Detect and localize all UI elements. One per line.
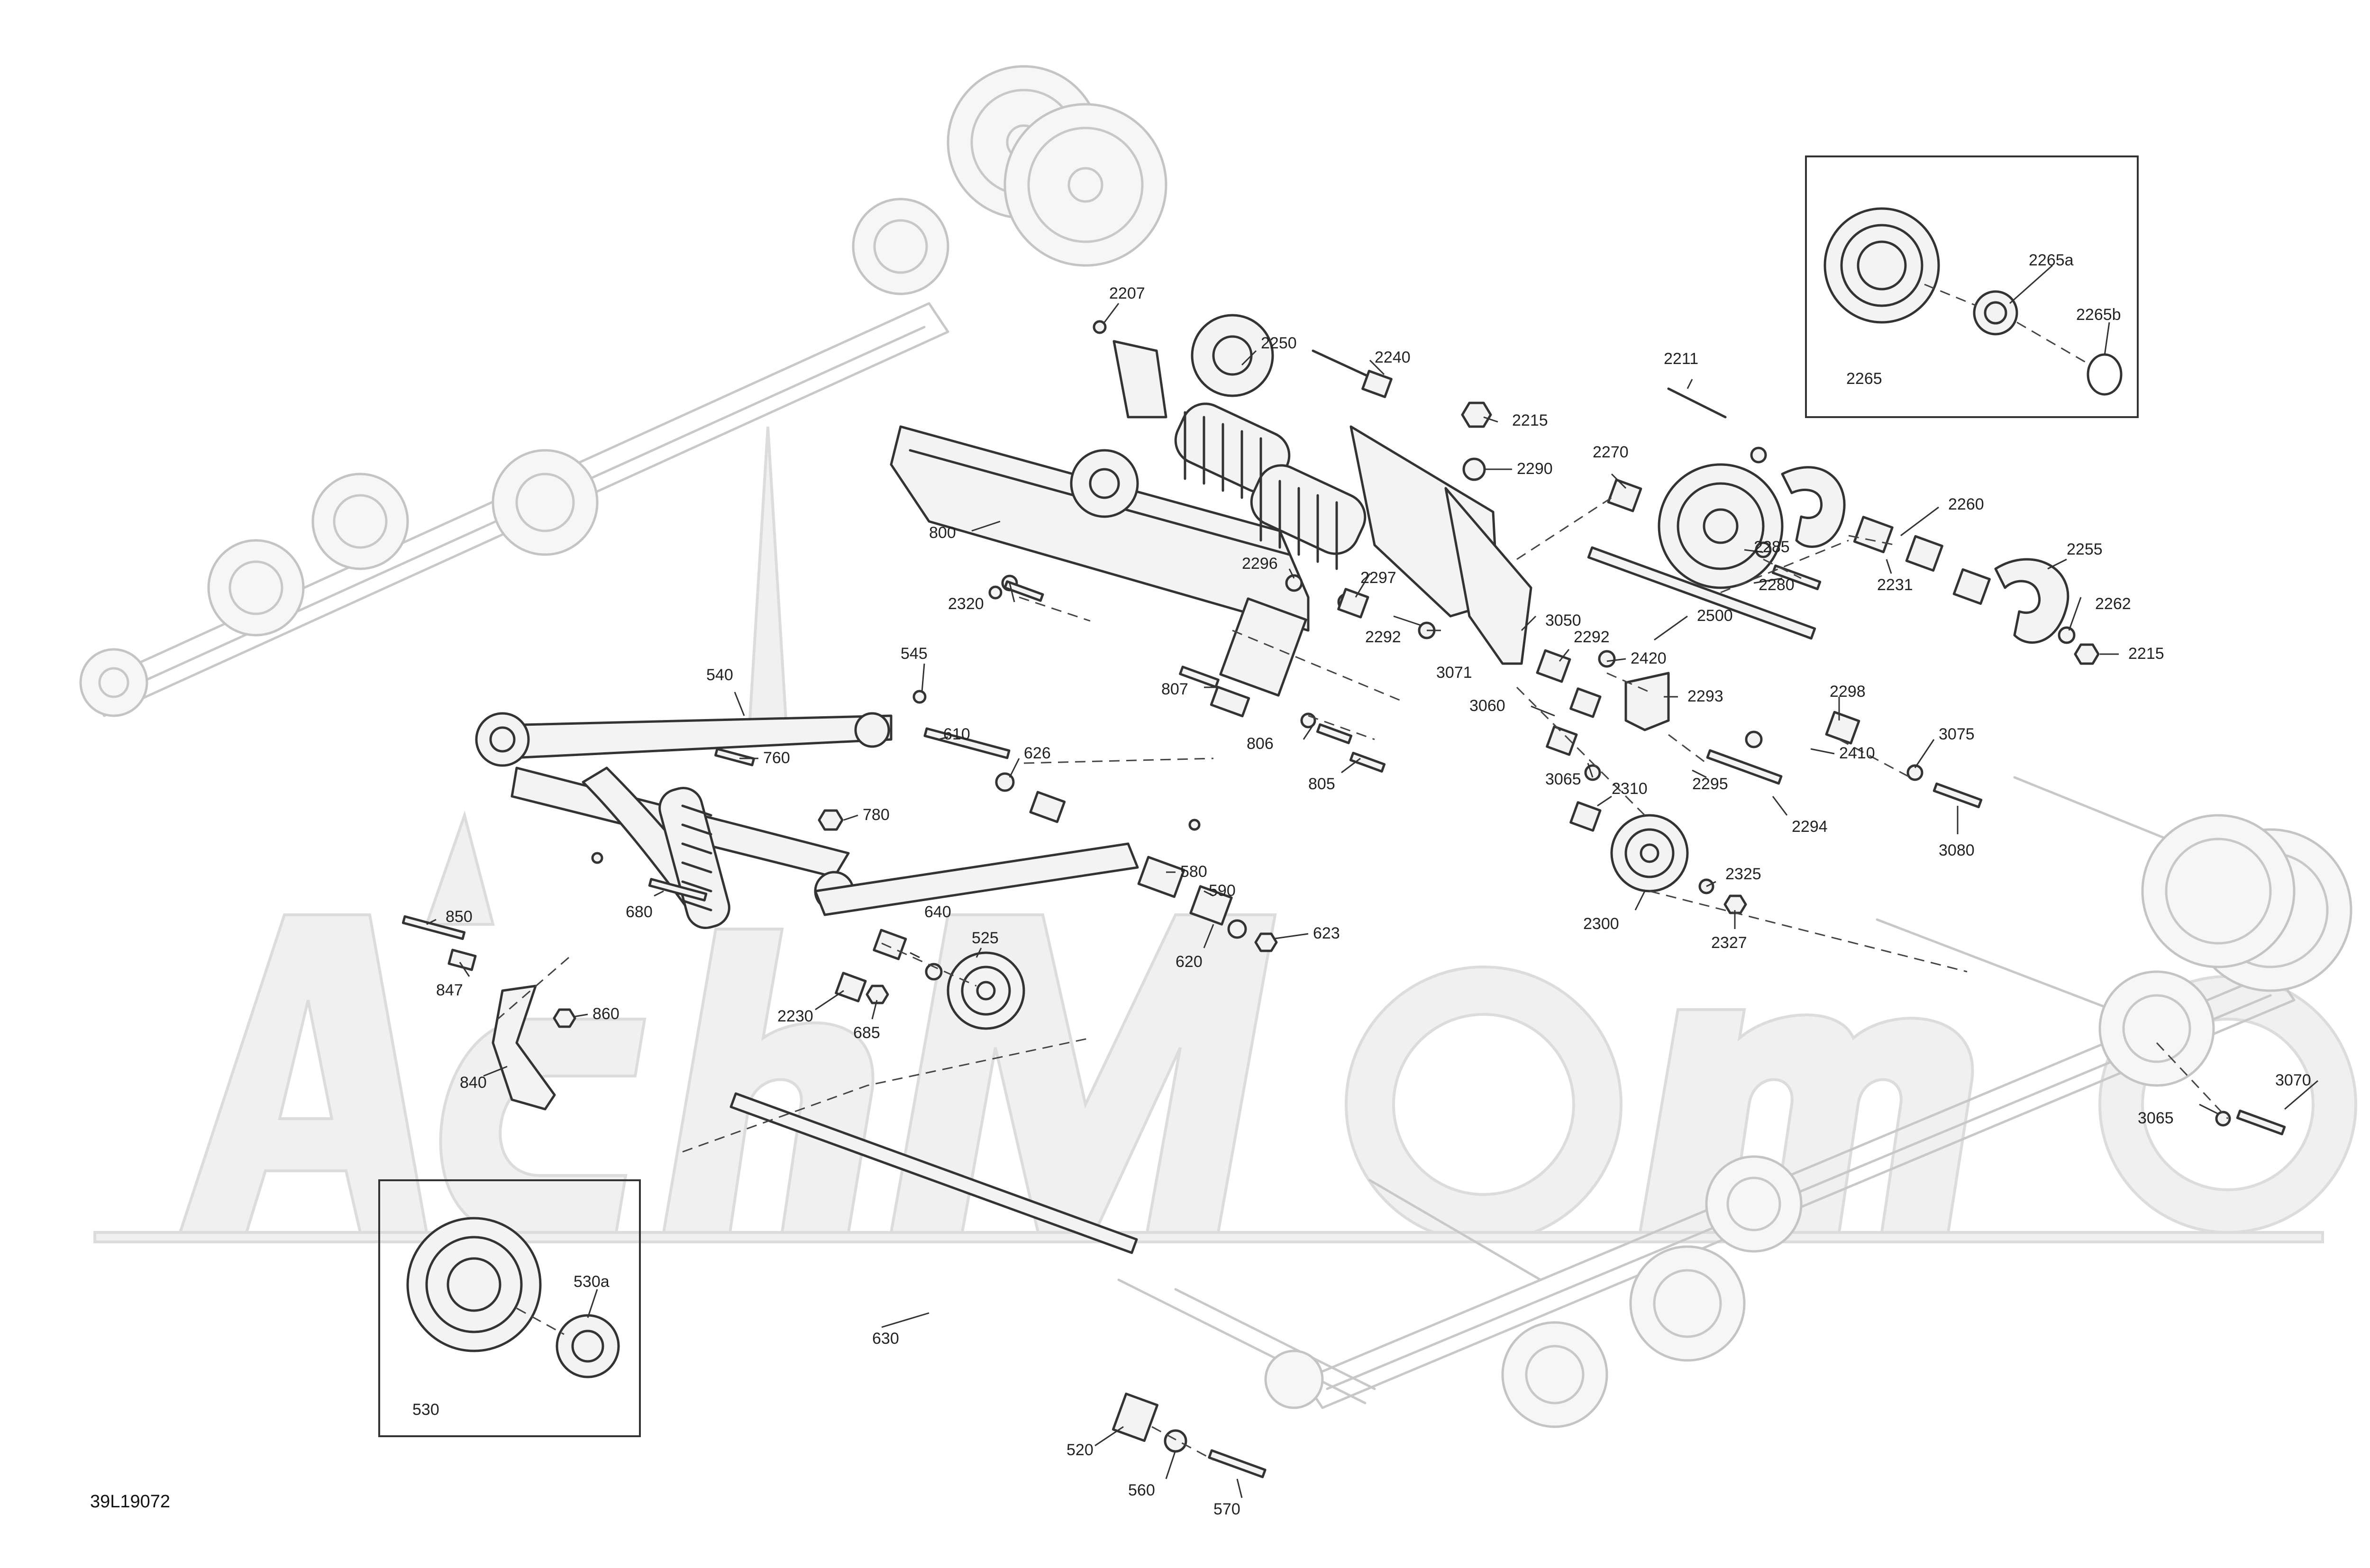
callout-labels: 2207 2250 2240 2211 2215 2290 2270 2260 …: [412, 251, 2311, 1518]
callout-840: 840: [460, 1074, 487, 1092]
callout-2285: 2285: [1754, 538, 1790, 556]
callout-2500: 2500: [1697, 607, 1733, 625]
callout-620: 620: [1176, 953, 1203, 971]
callout-570: 570: [1213, 1500, 1240, 1518]
front-arm-assembly: [475, 712, 1139, 930]
callout-807: 807: [1161, 680, 1188, 698]
ghost-left-rail: [79, 65, 1167, 717]
callout-2260: 2260: [1948, 495, 1984, 513]
callout-2250: 2250: [1261, 334, 1297, 352]
drawing-code: 39L19072: [90, 1492, 170, 1512]
callout-520: 520: [1066, 1441, 1094, 1459]
inset-box-530: [378, 1179, 641, 1437]
callout-626: 626: [1024, 744, 1051, 762]
callout-590: 590: [1209, 882, 1236, 900]
callout-3060: 3060: [1469, 697, 1505, 715]
callout-540: 540: [706, 666, 733, 684]
callout-850: 850: [446, 908, 473, 926]
callout-3071: 3071: [1436, 664, 1472, 682]
callout-2293: 2293: [1687, 687, 1723, 705]
callout-2231: 2231: [1877, 576, 1913, 594]
callout-2265b: 2265b: [2076, 306, 2121, 324]
callout-2215: 2215: [1512, 411, 1548, 429]
callout-3080: 3080: [1939, 841, 1975, 859]
callout-530: 530: [412, 1401, 439, 1419]
callout-leaders: [426, 264, 2318, 1498]
callout-2297: 2297: [1360, 569, 1396, 587]
callout-525: 525: [972, 929, 999, 947]
inset-box-2265: [1805, 155, 2139, 418]
callout-2325: 2325: [1725, 865, 1761, 883]
callout-545: 545: [901, 645, 928, 663]
callout-685: 685: [853, 1024, 880, 1042]
callout-2292: 2292: [1365, 628, 1401, 646]
callout-780: 780: [863, 806, 890, 824]
hardware-parts: [401, 320, 2286, 1478]
callout-2255: 2255: [2067, 540, 2103, 558]
callout-3070: 3070: [2275, 1071, 2311, 1089]
callout-2298: 2298: [1830, 683, 1866, 701]
callout-3050: 3050: [1545, 611, 1581, 629]
callout-806: 806: [1247, 735, 1274, 753]
callout-805: 805: [1308, 775, 1335, 793]
callout-2230: 2230: [777, 1007, 813, 1025]
callout-2290: 2290: [1517, 460, 1553, 478]
callout-760: 760: [763, 749, 790, 767]
callout-630: 630: [872, 1330, 899, 1348]
callout-2265: 2265: [1846, 370, 1882, 388]
callout-2280: 2280: [1759, 576, 1795, 594]
callout-2265a: 2265a: [2029, 251, 2074, 269]
rear-arm-assembly: [890, 314, 1532, 697]
callout-2292: 2292: [1574, 628, 1610, 646]
callout-2327: 2327: [1711, 934, 1747, 952]
callout-2215: 2215: [2128, 645, 2164, 663]
callout-2320: 2320: [948, 595, 984, 613]
callout-3065: 3065: [1545, 770, 1581, 788]
callout-580: 580: [1180, 863, 1207, 881]
callout-640: 640: [924, 903, 951, 921]
callout-2300: 2300: [1583, 915, 1619, 933]
callout-2270: 2270: [1593, 443, 1629, 461]
assembly-lines: [497, 497, 2229, 1461]
callout-530a: 530a: [574, 1273, 610, 1291]
callout-3075: 3075: [1939, 725, 1975, 743]
callout-560: 560: [1128, 1481, 1155, 1499]
callout-2240: 2240: [1375, 348, 1411, 366]
ghost-right-rail: [1117, 776, 2352, 1428]
callout-800: 800: [929, 524, 956, 542]
callout-860: 860: [592, 1005, 620, 1023]
callout-2310: 2310: [1612, 780, 1648, 798]
callout-2295: 2295: [1692, 775, 1728, 793]
callout-610: 610: [943, 725, 970, 743]
callout-2410: 2410: [1839, 744, 1875, 762]
callout-623: 623: [1313, 924, 1340, 942]
callout-2211: 2211: [1664, 350, 1698, 368]
callout-680: 680: [626, 903, 653, 921]
callout-2296: 2296: [1242, 555, 1278, 573]
callout-847: 847: [436, 981, 463, 999]
callout-3065: 3065: [2138, 1109, 2174, 1127]
callout-2262: 2262: [2095, 595, 2131, 613]
callout-2207: 2207: [1109, 284, 1145, 302]
callout-2420: 2420: [1631, 649, 1667, 667]
callout-2294: 2294: [1792, 818, 1828, 836]
